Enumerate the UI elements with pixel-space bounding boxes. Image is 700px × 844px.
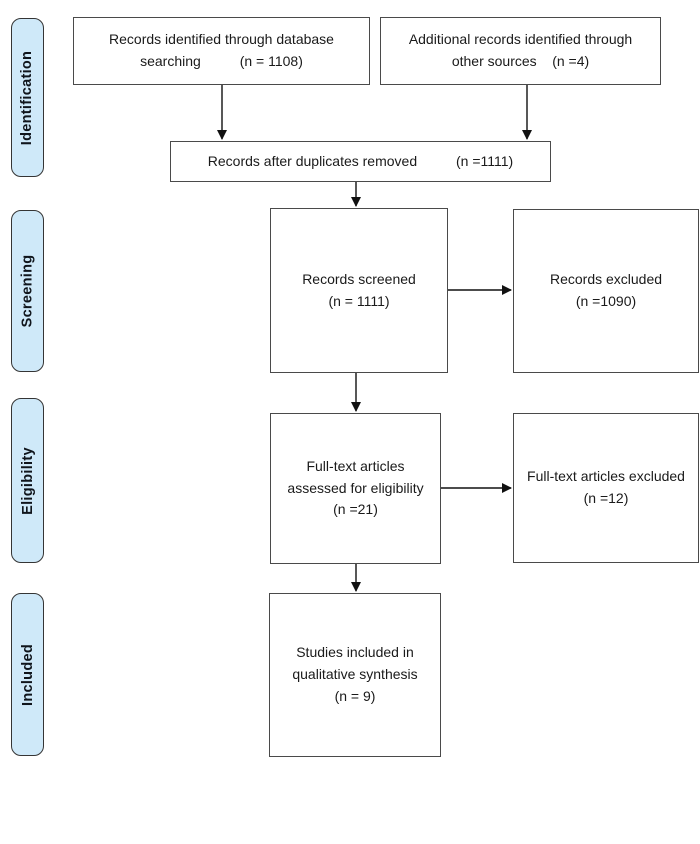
box-text: Studies included in qualitative synthesi… [292, 644, 418, 704]
box-fulltext-excluded: Full-text articles excluded (n =12) [513, 413, 699, 563]
box-additional-records-other-sources: Additional records identified through ot… [380, 17, 661, 85]
stage-label-eligibility: Eligibility [11, 398, 44, 563]
stage-label-text: Identification [19, 50, 36, 145]
box-text: Records after duplicates removed (n =111… [207, 152, 514, 169]
box-records-screened: Records screened (n = 1111) [270, 208, 448, 373]
box-text: Records screened (n = 1111) [302, 270, 416, 309]
box-text: Full-text articles excluded (n =12) [527, 468, 685, 506]
stage-label-screening: Screening [11, 210, 44, 372]
box-fulltext-assessed: Full-text articles assessed for eligibil… [270, 413, 441, 564]
stage-label-included: Included [11, 593, 44, 756]
stage-label-text: Screening [19, 254, 36, 328]
stage-label-text: Included [19, 643, 36, 706]
box-text: Records excluded (n =1090) [549, 271, 663, 309]
box-records-after-duplicates-removed: Records after duplicates removed (n =111… [170, 141, 551, 182]
box-text: Records identified through database sear… [109, 31, 334, 69]
stage-label-identification: Identification [11, 18, 44, 177]
box-records-identified-database: Records identified through database sear… [73, 17, 370, 85]
stage-label-text: Eligibility [19, 446, 36, 515]
box-text: Additional records identified through ot… [408, 31, 633, 69]
box-text: Full-text articles assessed for eligibil… [287, 457, 424, 518]
box-records-excluded: Records excluded (n =1090) [513, 209, 699, 373]
box-studies-included-qualitative: Studies included in qualitative synthesi… [269, 593, 441, 757]
